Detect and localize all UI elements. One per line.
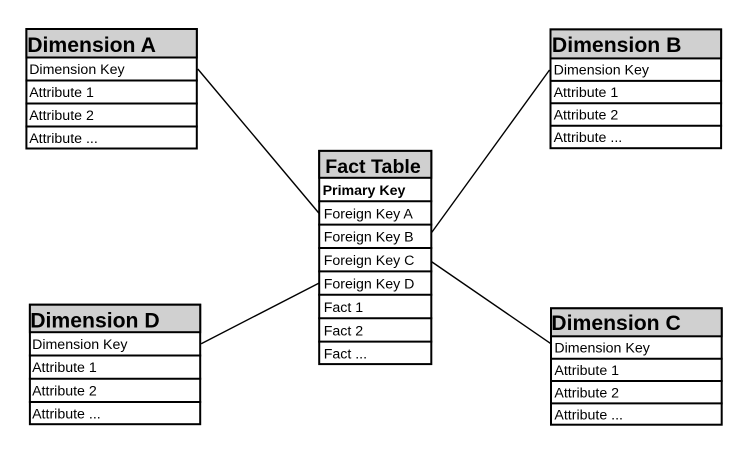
svg-text:Dimension D: Dimension D [30,309,160,332]
svg-text:Foreign Key B: Foreign Key B [324,230,414,246]
svg-text:Attribute ...: Attribute ... [554,130,623,146]
svg-text:Fact 2: Fact 2 [324,323,364,339]
svg-text:Foreign Key C: Foreign Key C [324,253,415,269]
svg-text:Attribute 2: Attribute 2 [32,383,97,399]
svg-text:Dimension B: Dimension B [552,34,682,57]
svg-text:Foreign Key A: Foreign Key A [324,206,414,222]
svg-text:Dimension C: Dimension C [551,312,681,335]
svg-text:Attribute 1: Attribute 1 [29,85,94,101]
svg-text:Attribute 2: Attribute 2 [29,108,94,124]
svg-text:Primary Key: Primary Key [323,183,406,199]
svg-text:Fact 1: Fact 1 [324,300,364,316]
svg-text:Foreign Key D: Foreign Key D [324,277,415,293]
svg-text:Dimension Key: Dimension Key [554,62,650,78]
svg-text:Dimension Key: Dimension Key [32,337,128,353]
svg-text:Attribute 2: Attribute 2 [554,385,619,401]
svg-text:Fact Table: Fact Table [325,156,421,178]
svg-text:Dimension A: Dimension A [27,34,156,57]
svg-text:Dimension Key: Dimension Key [29,62,125,78]
svg-text:Attribute 1: Attribute 1 [32,360,97,376]
svg-text:Dimension Key: Dimension Key [554,341,650,357]
svg-text:Attribute 1: Attribute 1 [554,363,619,379]
svg-text:Fact ...: Fact ... [324,347,367,363]
svg-text:Attribute ...: Attribute ... [554,408,623,424]
svg-text:Attribute ...: Attribute ... [29,131,98,147]
svg-text:Attribute 1: Attribute 1 [554,85,619,101]
svg-text:Attribute ...: Attribute ... [32,407,101,423]
svg-text:Attribute 2: Attribute 2 [554,108,619,124]
